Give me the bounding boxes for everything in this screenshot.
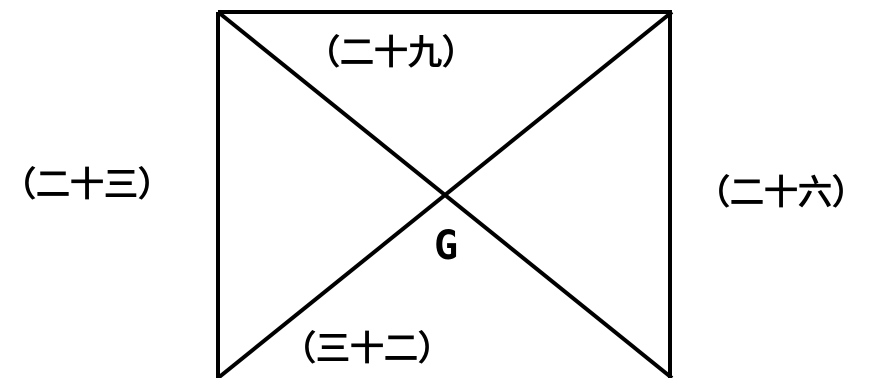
diagonal-top-right-to-bottom-left (216, 10, 674, 378)
label-left-region: （二十三） (2, 165, 172, 205)
label-top-region: （二十九） (306, 33, 476, 73)
label-bottom-region: （三十二） (282, 329, 452, 369)
intersection-point-label: G (434, 223, 459, 269)
label-right-region: （二十六） (696, 173, 866, 213)
